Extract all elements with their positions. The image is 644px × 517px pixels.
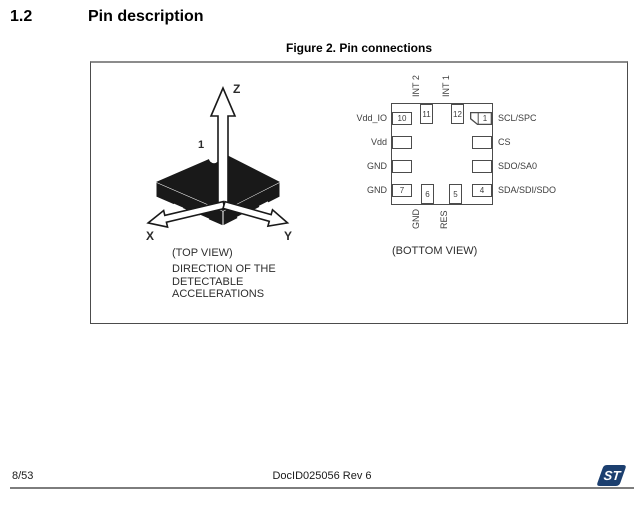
pin-label-sda-sdi-sdo: SDA/SDI/SDO <box>498 185 557 195</box>
pin-9 <box>392 136 412 149</box>
axis-label-x: X <box>146 229 155 243</box>
pin-label-res: RES <box>439 210 449 229</box>
pin-label-vdd-io: Vdd_IO <box>356 113 387 123</box>
pin-label-gnd-7: GND <box>367 185 387 195</box>
pin-number: 5 <box>453 189 458 199</box>
footer-rule <box>10 487 634 489</box>
pin-label-int1: INT 1 <box>441 75 451 97</box>
pin-label-int2: INT 2 <box>411 75 421 97</box>
axes-3d-chip-icon <box>146 85 290 229</box>
pin-3 <box>472 160 492 173</box>
bottom-view-label: (BOTTOM VIEW) <box>392 245 478 257</box>
page-number: 8/53 <box>12 470 34 482</box>
pin-8 <box>392 160 412 173</box>
pin1-marker-label: 1 <box>198 139 205 151</box>
pin-number: 4 <box>479 186 485 195</box>
st-logo-icon <box>597 465 626 486</box>
pin-label-cs: CS <box>498 137 511 147</box>
pin-4: 4 <box>472 184 492 197</box>
pin-label-scl-spc: SCL/SPC <box>498 113 537 123</box>
document-id: DocID025056 Rev 6 <box>272 470 372 482</box>
st-logo-text: ST <box>602 468 622 483</box>
pin-label-sdo-sa0: SDO/SA0 <box>498 161 538 171</box>
pin-label-gnd-6: GND <box>411 209 421 229</box>
pin-7: 7 <box>392 184 412 197</box>
pin-2 <box>472 136 492 149</box>
pin-number: 11 <box>422 109 431 119</box>
figure-caption: Figure 2. Pin connections <box>285 41 433 55</box>
pin-label-gnd-8: GND <box>367 161 387 171</box>
pin-1: 1 <box>470 112 492 125</box>
pin-number: 10 <box>397 114 407 123</box>
section-number: 1.2 <box>10 8 33 25</box>
direction-text-line2: DETECTABLE <box>172 275 244 288</box>
pin-label-vdd: Vdd <box>370 137 387 147</box>
pin1-chamfer-icon <box>470 112 492 125</box>
pin-5: 5 <box>449 184 462 204</box>
axis-label-y: Y <box>284 229 293 243</box>
section-title: Pin description <box>88 8 204 25</box>
pin-number: 7 <box>399 186 405 195</box>
chip-package-outline: 10 7 1 4 11 12 6 5 <box>391 103 493 205</box>
pin-number: 1 <box>482 114 488 123</box>
direction-text-line1: DIRECTION OF THE <box>172 263 276 275</box>
pin-number: 6 <box>425 189 430 199</box>
top-view-label: (TOP VIEW) <box>172 247 233 259</box>
axis-label-z: Z <box>233 82 241 96</box>
direction-text-line3: ACCELERATIONS <box>172 288 265 300</box>
pin-12: 12 <box>451 104 464 124</box>
pin-6: 6 <box>421 184 434 204</box>
pin-number: 12 <box>453 109 462 119</box>
pin-11: 11 <box>420 104 433 124</box>
pin-10: 10 <box>392 112 412 125</box>
